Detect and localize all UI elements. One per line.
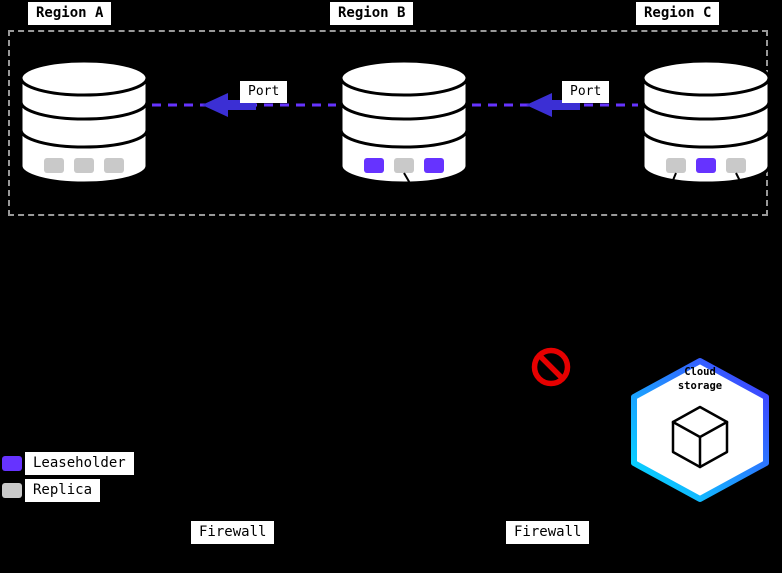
left-arrow-icon xyxy=(202,93,256,117)
port-label-1: Port xyxy=(240,81,288,103)
legend-replica-label: Replica xyxy=(25,479,101,502)
port-label-2: Port xyxy=(562,81,610,103)
database-region-b xyxy=(339,59,469,186)
cube-icon xyxy=(671,405,729,469)
leader-line xyxy=(735,172,743,186)
leader-line xyxy=(403,172,412,186)
firewall-label-1: Firewall xyxy=(191,521,275,544)
database-top-icon xyxy=(19,59,149,97)
node-chip xyxy=(364,158,384,173)
node-chip xyxy=(726,158,746,173)
cloud-storage-label: Cloud storage xyxy=(677,366,723,392)
node-chip xyxy=(104,158,124,173)
left-arrow-icon xyxy=(526,93,580,117)
region-a-label: Region A xyxy=(28,2,112,25)
node-chip xyxy=(696,158,716,173)
replication-link-a-b xyxy=(152,93,336,117)
legend-leaseholder-swatch xyxy=(2,456,22,471)
legend-replica-swatch xyxy=(2,483,22,498)
node-chip xyxy=(424,158,444,173)
blocked-icon xyxy=(531,347,571,387)
database-top-icon xyxy=(339,59,469,97)
node-chip xyxy=(394,158,414,173)
legend-leaseholder-label: Leaseholder xyxy=(25,452,134,475)
replication-link-b-c xyxy=(472,93,638,117)
database-top-icon xyxy=(641,59,771,97)
node-chip xyxy=(74,158,94,173)
database-region-a xyxy=(19,59,149,185)
node-chip xyxy=(44,158,64,173)
node-chip xyxy=(666,158,686,173)
firewall-label-2: Firewall xyxy=(506,521,590,544)
cloud-storage-icon xyxy=(631,358,769,502)
leader-line xyxy=(670,172,677,186)
region-b-label: Region B xyxy=(330,2,414,25)
region-c-label: Region C xyxy=(636,2,720,25)
database-region-c xyxy=(641,59,771,186)
